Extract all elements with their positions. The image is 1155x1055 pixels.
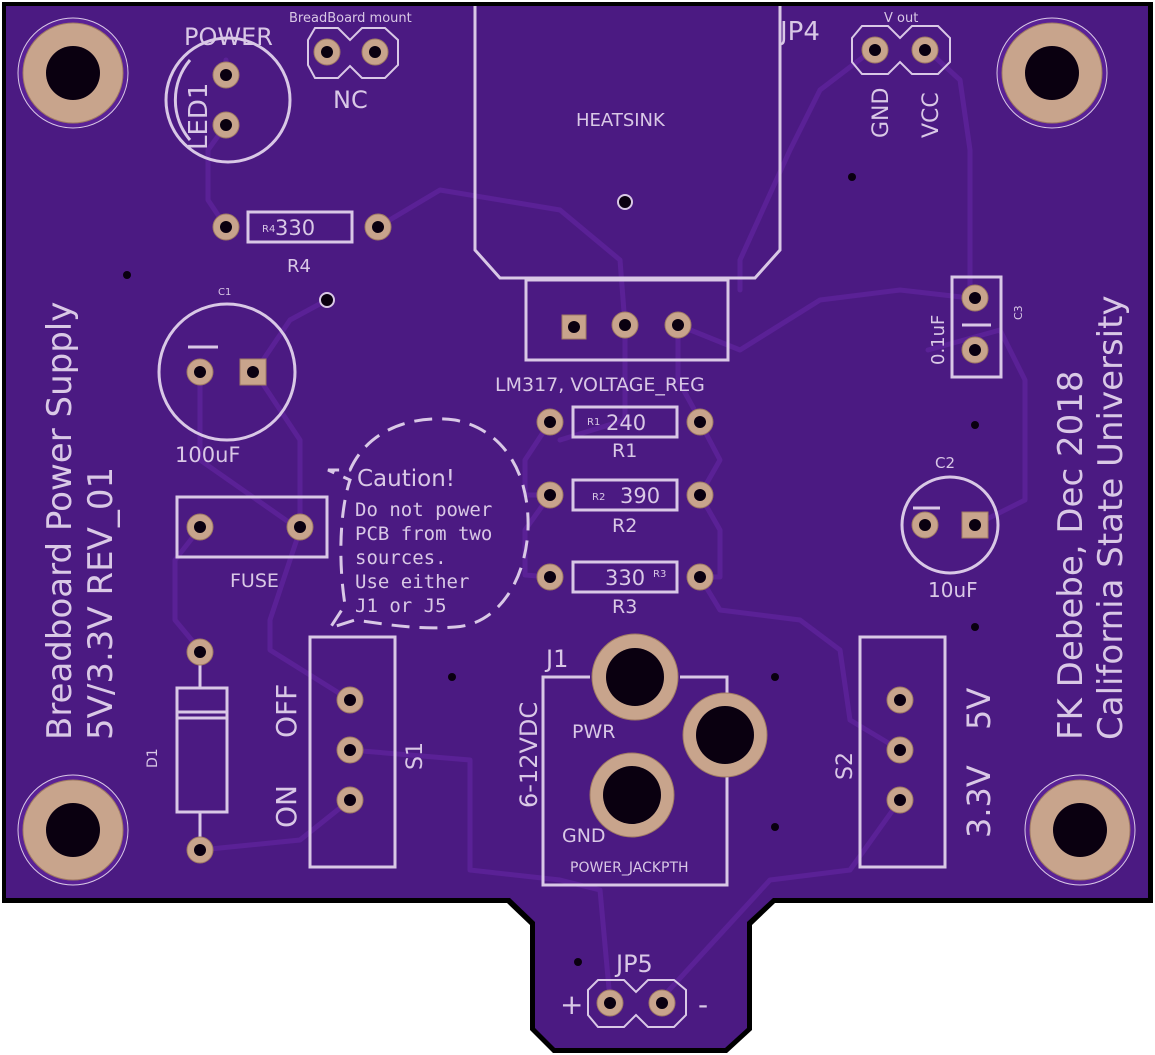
switch-on-label: ON [270, 785, 303, 828]
board-title-line2: 5V/3.3V REV_01 [81, 467, 121, 740]
s1-label: S1 [403, 742, 428, 770]
r4-name: R4 [287, 256, 311, 277]
c2-name: C2 [935, 454, 955, 472]
c1-value: 100uF [175, 443, 240, 467]
capacitor-c2: C2 10uF [900, 454, 1000, 602]
d1-label: D1 [145, 748, 161, 768]
diode-d1: D1 [145, 638, 229, 864]
r2-value: 390 [620, 484, 660, 508]
mount-hole-bottom-right [1024, 774, 1136, 886]
resistor-r4: R4 330 R4 [212, 210, 392, 277]
mount-hole-top-right [996, 17, 1108, 129]
switch-3v3-label: 3.3V [960, 765, 998, 838]
power-led: POWER LED1 [164, 23, 292, 164]
vias [123, 173, 979, 966]
s2-label: S2 [833, 752, 858, 780]
power-jack-j1: J1 6-12VDC PWR GND POWER_JACKPTH [515, 633, 768, 887]
r4-small-label: R4 [262, 224, 275, 235]
r2-name: R2 [612, 515, 637, 537]
nc-label: NC [333, 86, 368, 114]
r4-value: 330 [275, 216, 315, 240]
caution-line5: J1 or J5 [355, 595, 447, 617]
caution-line3: sources. [355, 547, 447, 569]
switch-5v-label: 5V [960, 688, 998, 730]
caution-line2: PCB from two [355, 523, 492, 545]
r3-value: 330 [605, 566, 645, 590]
pwr-label: PWR [572, 721, 615, 743]
caution-line4: Use either [355, 571, 469, 593]
caution-note: Caution! Do not power PCB from two sourc… [326, 417, 530, 631]
r3-small-label: R3 [653, 569, 666, 580]
jp5-minus-label: - [698, 988, 708, 1021]
r2-small-label: R2 [592, 492, 605, 503]
board-substrate [6, 6, 1148, 1048]
jp5-plus-label: + [560, 988, 583, 1021]
resistor-r2: R2 390 R2 [536, 478, 714, 537]
breadboard-mount: BreadBoard mount NC [289, 11, 412, 114]
led-label: LED1 [184, 83, 214, 150]
voltage-regulator: HEATSINK LM317, VOLTAGE_REG [473, 6, 782, 396]
jp5-label: JP5 [614, 950, 653, 978]
vcc-label: VCC [919, 92, 944, 138]
author-line1: FK Debebe, Dec 2018 [1051, 370, 1091, 740]
switch-s2: S2 3.3V 5V [833, 635, 998, 869]
gnd-label: GND [869, 88, 894, 138]
c3-value: 0.1uF [928, 315, 949, 365]
caution-line1: Do not power [355, 499, 492, 521]
fuse: FUSE [175, 495, 329, 592]
r1-name: R1 [612, 440, 637, 462]
v-out-label: V out [884, 11, 918, 26]
r1-small-label: R1 [587, 417, 600, 428]
gnd-jack-label: GND [562, 825, 606, 847]
j1-label: J1 [544, 645, 568, 673]
board-title-line1: Breadboard Power Supply [40, 302, 80, 740]
jp4-header: JP4 V out GND VCC [778, 11, 951, 138]
mounting-holes [17, 17, 1136, 886]
capacitor-c1: C1 100uF [157, 287, 297, 467]
mount-hole-bottom-left [17, 774, 129, 886]
resistor-r1: R1 240 R1 [536, 405, 714, 462]
r3-name: R3 [612, 596, 637, 618]
c1-small-label: C1 [218, 287, 231, 298]
jp5-header: JP5 + - [560, 950, 708, 1028]
c3-name: C3 [1012, 305, 1025, 320]
fuse-label: FUSE [230, 570, 279, 592]
switch-s1: ON OFF S1 [270, 635, 428, 869]
power-jack-label: POWER_JACKPTH [570, 860, 689, 876]
breadboard-mount-label: BreadBoard mount [289, 11, 412, 26]
input-voltage-label: 6-12VDC [515, 702, 543, 808]
jp4-label: JP4 [778, 17, 820, 47]
c2-value: 10uF [928, 578, 978, 602]
author-line2: California State University [1091, 295, 1131, 740]
caution-title: Caution! [357, 466, 455, 492]
capacitor-c3: 0.1uF C3 [928, 275, 1025, 379]
switch-off-label: OFF [270, 684, 303, 738]
resistor-r3: 330 R3 R3 [536, 560, 714, 618]
heatsink-label: HEATSINK [576, 110, 666, 131]
r1-value: 240 [606, 411, 646, 435]
mount-hole-top-left [17, 17, 129, 129]
lm317-label: LM317, VOLTAGE_REG [495, 374, 705, 396]
